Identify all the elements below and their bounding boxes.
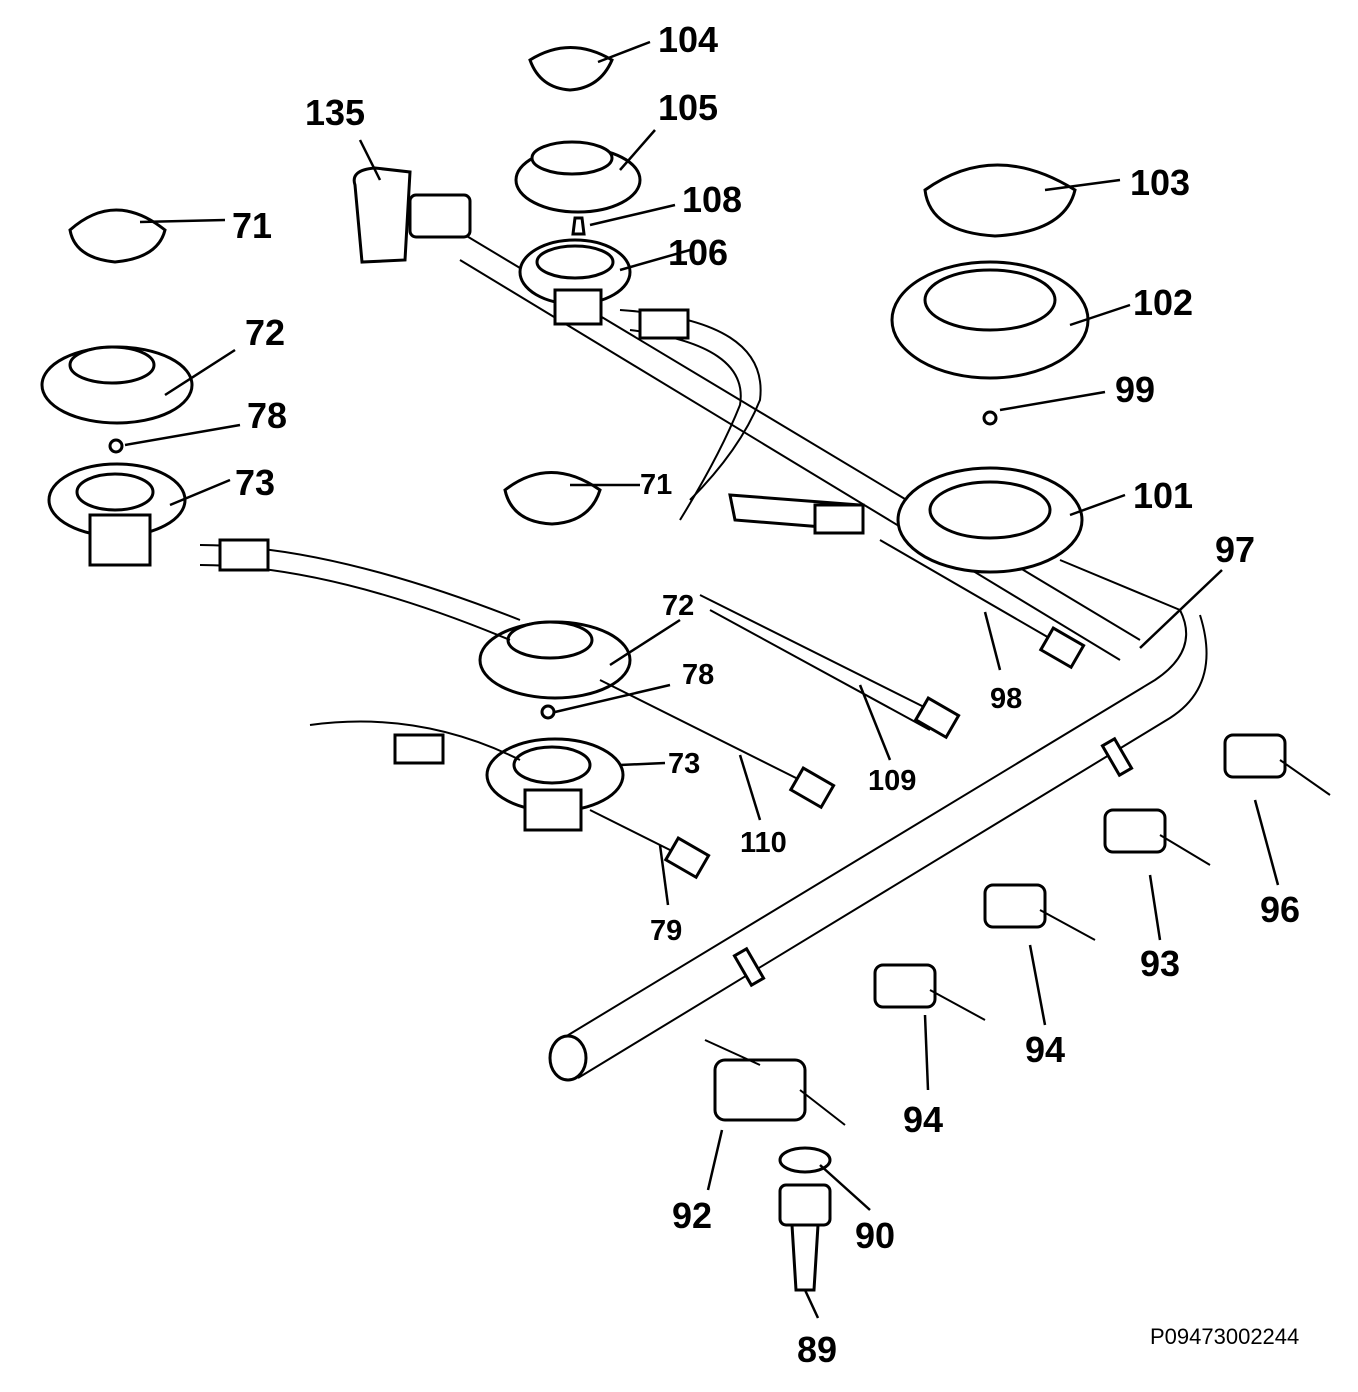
label-73-left: 73 xyxy=(235,462,275,503)
label-105: 105 xyxy=(658,87,718,128)
part-labels: 104 105 135 103 108 71 106 102 72 99 78 … xyxy=(232,19,1300,1370)
label-72-center: 72 xyxy=(662,590,694,622)
tap-94-upper xyxy=(983,883,1096,941)
burner-stack-left xyxy=(40,208,194,567)
label-72-left: 72 xyxy=(245,312,285,353)
label-73-center: 73 xyxy=(668,748,700,780)
label-102: 102 xyxy=(1133,282,1193,323)
tap-92-assembly xyxy=(704,1039,846,1292)
tap-96 xyxy=(1223,733,1331,796)
tap-93 xyxy=(1103,808,1211,866)
tap-94-lower xyxy=(873,963,986,1021)
label-99: 99 xyxy=(1115,369,1155,410)
label-79: 79 xyxy=(650,915,682,947)
label-106: 106 xyxy=(668,232,728,273)
label-94-lower: 94 xyxy=(903,1099,943,1140)
label-101: 101 xyxy=(1133,475,1193,516)
label-96: 96 xyxy=(1260,889,1300,930)
label-78-center: 78 xyxy=(682,659,714,691)
gas-taps xyxy=(704,733,1331,1292)
upper-pipe xyxy=(352,166,1141,661)
label-94-upper: 94 xyxy=(1025,1029,1065,1070)
gas-rail-97 xyxy=(548,559,1208,1082)
burner-stack-large xyxy=(728,163,1090,574)
label-97: 97 xyxy=(1215,529,1255,570)
label-93: 93 xyxy=(1140,943,1180,984)
label-108: 108 xyxy=(682,179,742,220)
burner-stack-top xyxy=(514,46,642,326)
label-92: 92 xyxy=(672,1195,712,1236)
label-98: 98 xyxy=(990,683,1022,715)
drawing-code: P09473002244 xyxy=(1150,1324,1299,1349)
label-110: 110 xyxy=(740,827,787,859)
leader-lines xyxy=(124,40,1280,1319)
label-90: 90 xyxy=(855,1215,895,1256)
label-104: 104 xyxy=(658,19,718,60)
label-135: 135 xyxy=(305,92,365,133)
label-78-left: 78 xyxy=(247,395,287,436)
label-71-left: 71 xyxy=(232,205,272,246)
label-71-center: 71 xyxy=(640,469,672,501)
label-89: 89 xyxy=(797,1329,837,1370)
gas-tubes xyxy=(199,308,1086,880)
burner-stack-center xyxy=(478,471,632,832)
label-109: 109 xyxy=(868,765,916,797)
label-103: 103 xyxy=(1130,162,1190,203)
